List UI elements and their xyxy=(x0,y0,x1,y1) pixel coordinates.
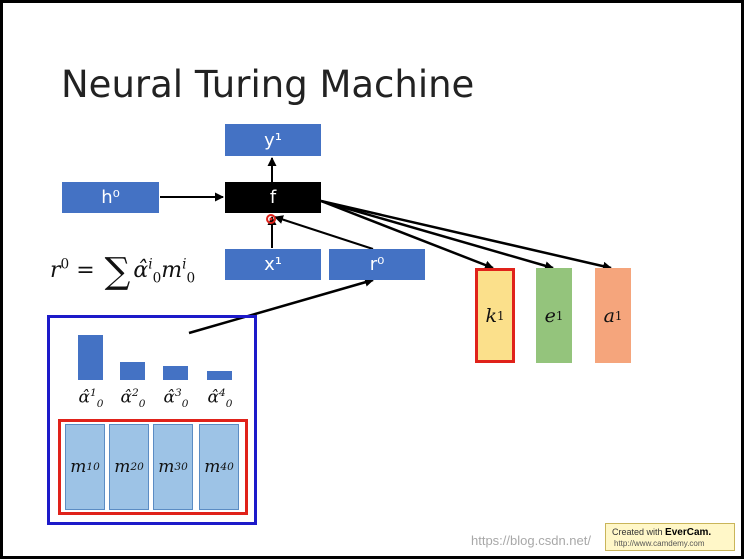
attention-bar-3 xyxy=(163,366,188,380)
attention-label-2: α̂20 xyxy=(120,387,146,411)
arrows-layer xyxy=(160,157,612,335)
slide-title: Neural Turing Machine xyxy=(61,63,475,106)
arrow-memory-to-r xyxy=(188,277,374,335)
attention-bar-4 xyxy=(207,371,232,380)
node-f: f xyxy=(225,182,321,213)
node-r0: r⁰ xyxy=(329,249,425,280)
attention-bar-1 xyxy=(78,335,103,380)
watermark: https://blog.csdn.net/ xyxy=(471,533,591,548)
node-x1: x¹ xyxy=(225,249,321,280)
memory-highlight xyxy=(58,419,248,515)
slide: Neural Turing Machine y¹ h⁰ f x¹ r⁰ r0 =… xyxy=(3,3,741,556)
node-y1: y¹ xyxy=(225,124,321,156)
arrow-f-to-k xyxy=(320,199,494,270)
attention-label-4: α̂40 xyxy=(207,387,233,411)
attention-label-3: α̂30 xyxy=(163,387,189,411)
read-formula: r0 = ∑α̂i0mi0 xyxy=(50,251,196,292)
memory-frame xyxy=(47,315,257,525)
evercam-badge: Created with EverCam. http://www.camdemy… xyxy=(605,523,735,551)
arrow-f-to-e xyxy=(320,199,554,271)
attention-label-1: α̂10 xyxy=(78,387,104,411)
attention-bar-2 xyxy=(120,362,145,380)
arrow-r-to-f xyxy=(274,215,374,250)
arrow-f-to-a xyxy=(320,199,612,271)
cursor-dot xyxy=(266,214,276,224)
node-h0: h⁰ xyxy=(62,182,159,213)
